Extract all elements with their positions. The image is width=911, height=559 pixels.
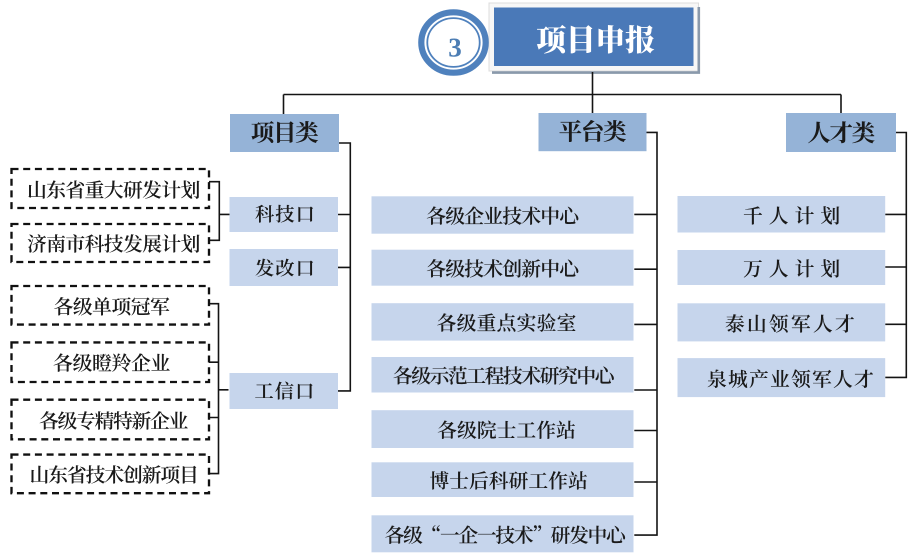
svg-text:3: 3 xyxy=(448,33,462,63)
